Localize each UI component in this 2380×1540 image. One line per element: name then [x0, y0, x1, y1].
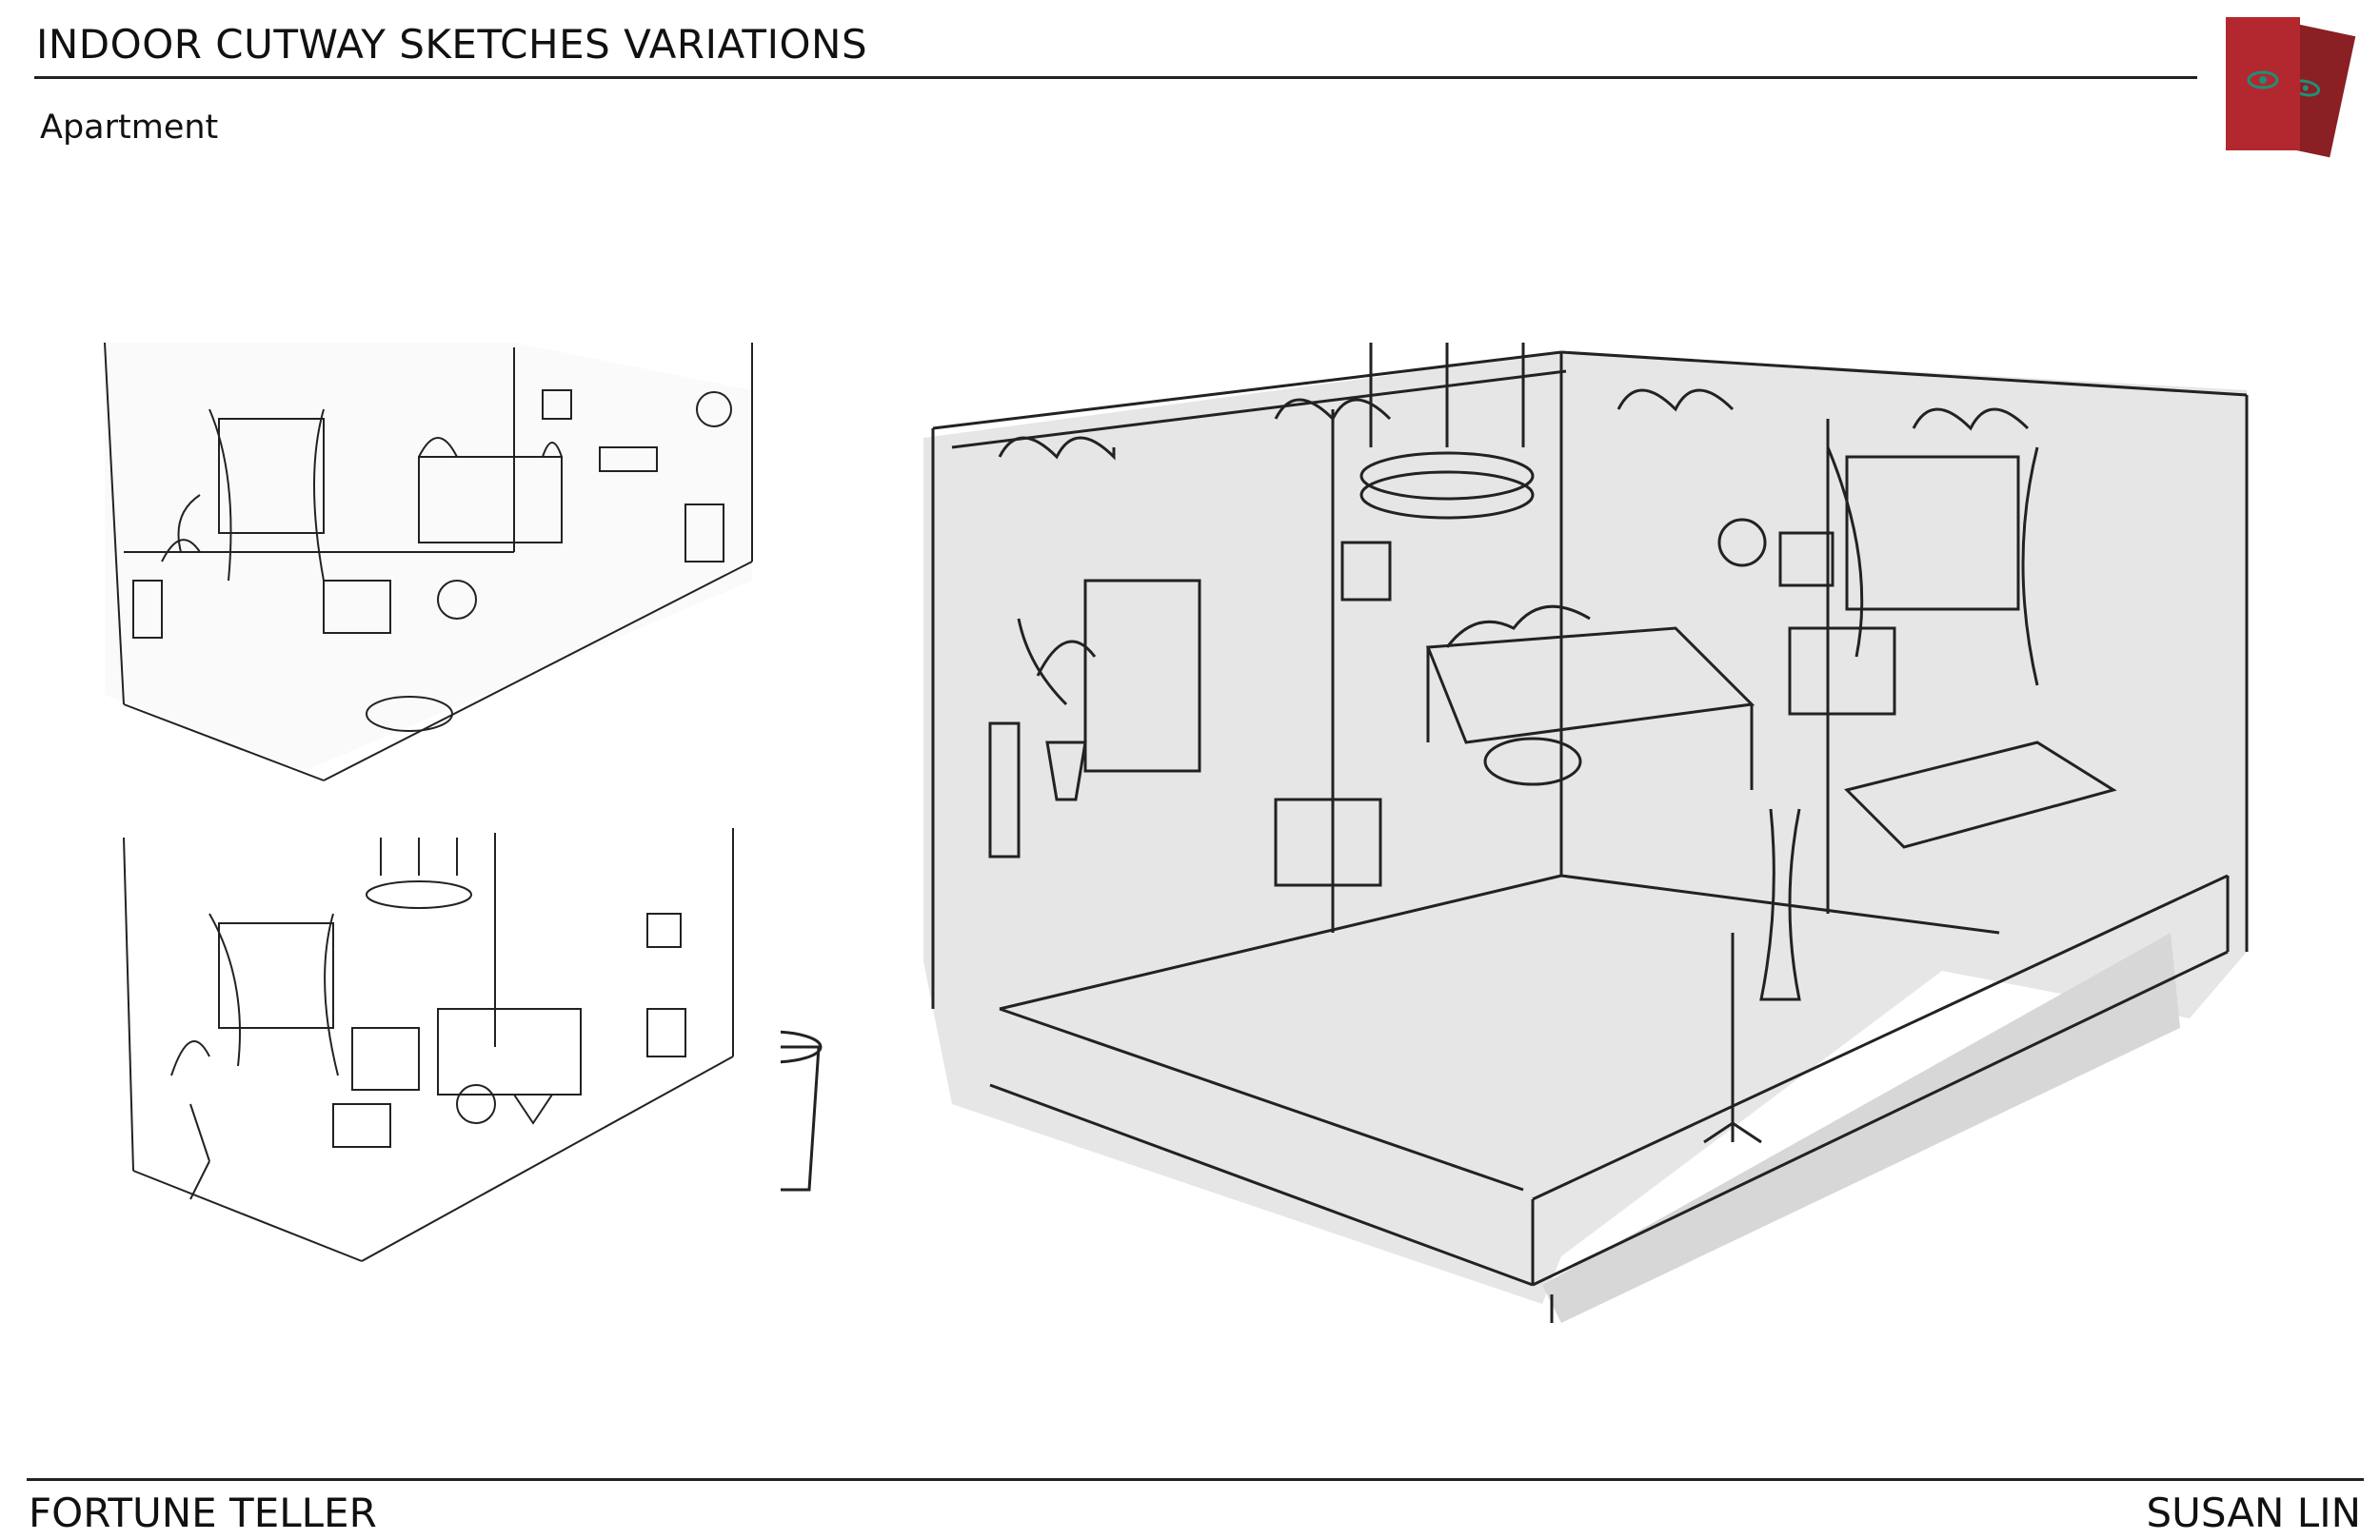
project-name: FORTUNE TELLER — [29, 1490, 377, 1536]
eye-card-icon — [2226, 17, 2356, 158]
page-subtitle: Apartment — [40, 109, 219, 147]
page-title: INDOOR CUTWAY SKETCHES VARIATIONS — [36, 21, 868, 68]
artist-name: SUSAN LIN — [2146, 1490, 2361, 1536]
header-divider — [34, 76, 2197, 79]
room-sketch-main — [781, 343, 2266, 1323]
room-sketch-variation-2 — [114, 819, 762, 1275]
room-sketch-variation-1 — [95, 333, 762, 790]
footer-divider — [27, 1478, 2364, 1481]
